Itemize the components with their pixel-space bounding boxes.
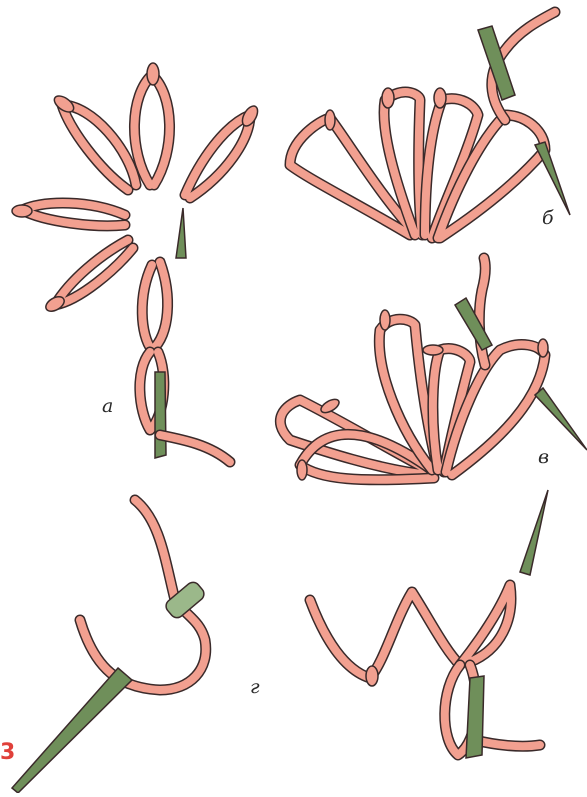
panel-g-hook [12, 500, 207, 793]
chain-loop [142, 262, 167, 350]
panel-label-g: г [250, 676, 260, 698]
petal [446, 339, 548, 475]
needle-icon [176, 208, 186, 258]
petal [382, 88, 422, 235]
needle-icon [520, 490, 548, 575]
petal [134, 63, 169, 185]
panel-g-chain [310, 490, 548, 758]
panel-label-a: а [102, 395, 113, 417]
figure-number: 3 [0, 740, 15, 765]
petal [12, 203, 125, 226]
panel-label-v: в [538, 446, 549, 468]
panel-b-fan [290, 12, 570, 238]
needle-icon [466, 676, 484, 758]
chain-loop [310, 592, 460, 686]
petal [52, 93, 136, 190]
thread-tail [475, 740, 540, 746]
panel-a-daisy [12, 63, 261, 462]
chain-loop [460, 585, 511, 665]
needle-icon [535, 388, 587, 450]
petal [43, 240, 133, 314]
thread-tail [160, 435, 230, 462]
needle-icon [12, 668, 132, 793]
needle-icon [155, 372, 166, 458]
needle-icon [455, 298, 492, 350]
needle-icon [535, 142, 570, 215]
petal [185, 103, 261, 198]
panel-label-b: б [542, 207, 554, 229]
